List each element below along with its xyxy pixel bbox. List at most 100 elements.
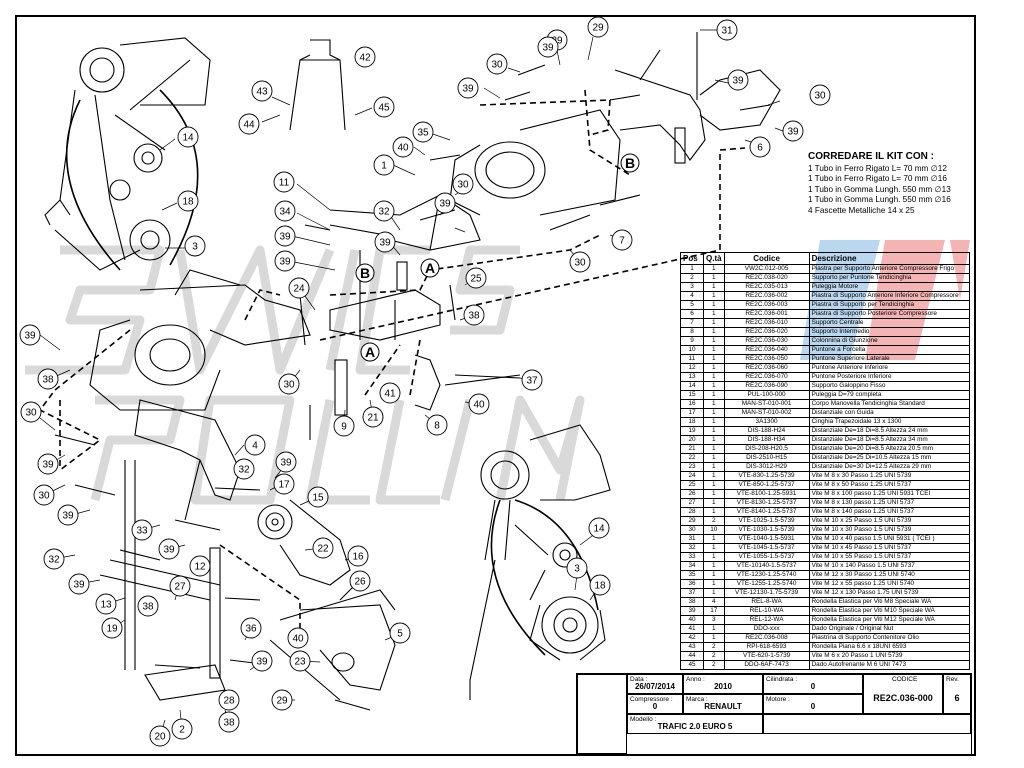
cell-qty: 1 [703,579,725,589]
cell-description: Vite M 8 x 140 passo 1.25 UNI 5737 [808,507,971,517]
cell-code: VTE-1045-1.5-5737 [723,543,810,553]
callout-circle [288,277,310,299]
cell-pos: 5 [680,300,704,310]
modello-value: TRAFIC 2.0 EURO 5 [657,722,733,731]
callout-27: 27 [169,575,191,597]
cell-description: Puntone a Forcella [808,345,971,355]
cell-qty: 4 [703,597,725,607]
callout-number: 1 [381,161,387,172]
cell-pos: 10 [680,345,704,355]
callout-number: 7 [619,236,625,247]
callout-28: 28 [218,689,240,711]
callout-number: 5 [397,629,403,640]
callout-number: 29 [592,23,604,34]
callout-39: 39 [37,453,59,475]
callout-circle [312,537,334,559]
callout-20: 20 [149,725,171,747]
kit-note-title: CORREDARE IL KIT CON : [808,151,934,162]
callout-circle [274,225,296,247]
callout-circle [452,173,474,195]
cell-code: DIS-2510-H15 [723,453,810,463]
callout-circle [457,77,479,99]
cell-pos: 11 [680,354,704,364]
callout-42: 42 [354,46,376,68]
callout-circle [274,200,296,222]
callout-circle [37,368,59,390]
callout-number: 30 [283,380,295,391]
cell-pos: 13 [680,372,704,382]
cell-qty: 1 [703,300,725,310]
callout-29: 29 [271,689,293,711]
callout-5: 5 [389,622,411,644]
cell-code: VTE-8100-1.25-5931 [723,489,810,499]
motore-cell: Motore : 0 [763,694,863,714]
section-marker-circle [355,263,375,283]
callout-number: 12 [194,562,206,573]
cell-code: VTE-1040-1.5-5931 [723,534,810,544]
cell-qty: 1 [703,336,725,346]
cell-description: Vite M 10 x 40 passo 1.5 UNI 5931 ( TCEI… [808,534,971,544]
callout-circle [33,484,55,506]
cell-description: Distanziale De=18 Di=8.5 Altezza 34 mm [808,435,971,445]
callout-number: 39 [279,257,291,268]
callout-circle [566,557,588,579]
cell-description: Supporto Centrale [808,318,971,328]
callout-30: 30 [33,484,55,506]
callout-number: 15 [312,493,324,504]
callout-circle [716,19,738,41]
callout-circle [177,190,199,212]
callout-circle [137,595,159,617]
cell-code: PUL-100-000 [723,390,810,400]
callout-number: 39 [73,580,85,591]
callout-number: 32 [378,207,390,218]
cell-pos: 2 [680,273,704,283]
section-marker-letter: B [360,265,370,281]
cell-code: VTE-1055-1.5-5737 [723,552,810,562]
rev-cell: Rev. 6 [943,674,971,714]
callout-18: 18 [589,574,611,596]
parts-table-header-row: Pos Q.tà Codice Descrizione [680,252,971,265]
header-qty: Q.tà [703,252,725,265]
cell-code: RE2C.036-030 [723,336,810,346]
callout-39: 39 [537,36,559,58]
cell-qty: 17 [703,606,725,616]
cell-description: Vite M 12 x 55 passo 1.25 UNI 5740 [808,579,971,589]
cell-qty: 1 [703,624,725,634]
cell-pos: 33 [680,552,704,562]
callout-number: 39 [280,458,292,469]
callout-37: 37 [521,369,543,391]
cell-qty: 1 [703,408,725,418]
modello-label: Modello : [630,716,657,723]
callout-38: 38 [137,595,159,617]
cell-description: Vite M 10 x 140 Passo 1.5 UNI 5737 [808,561,971,571]
callout-number: 39 [24,331,36,342]
callout-circle [463,304,485,326]
callout-45: 45 [373,96,395,118]
callout-circle [218,711,240,733]
callout-11: 11 [273,171,295,193]
callout-7: 7 [611,229,633,251]
assembly-dashed-lines [38,89,746,640]
callout-number: 35 [417,128,429,139]
callout-circle [149,725,171,747]
callout-32: 32 [373,200,395,222]
cell-pos: 1 [680,264,704,274]
callout-number: 42 [359,53,371,64]
cell-code: VTE-850-1.25-5737 [723,480,810,490]
cell-pos: 27 [680,498,704,508]
cell-description: Vite M 8 x 50 Passo 1.25 UNI 5737 [808,480,971,490]
callout-number: 21 [367,413,379,424]
cell-description: Vite M 10 x 45 Passo 1.5 UNI 5737 [808,543,971,553]
cilindrata-value: 0 [810,682,816,691]
callout-39: 39 [457,77,479,99]
callout-number: 39 [42,460,54,471]
rev-label: Rev. [946,676,959,683]
